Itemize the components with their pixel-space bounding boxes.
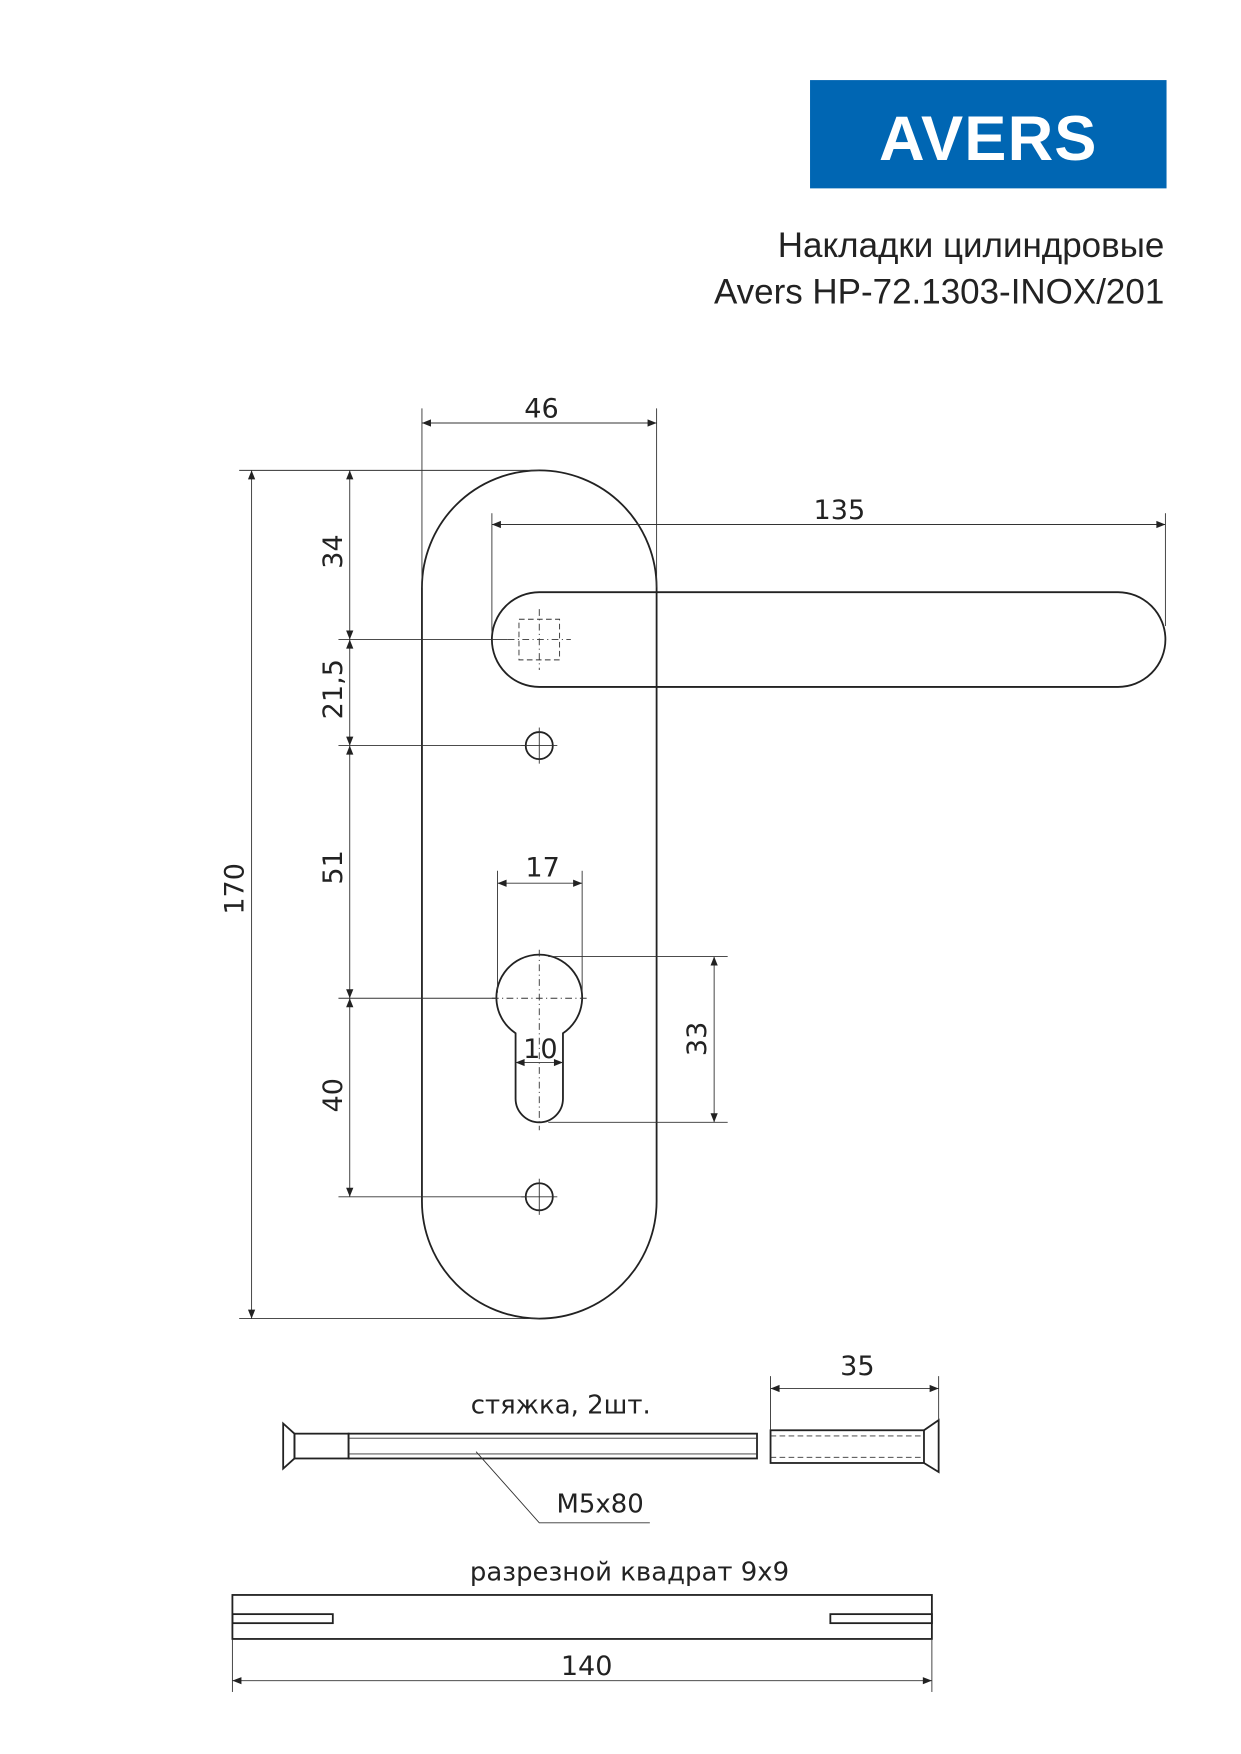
label-spindle: разрезной квадрат 9x9 xyxy=(470,1557,789,1587)
lever-handle xyxy=(490,591,1167,688)
dim-total-height: 170 xyxy=(220,863,251,915)
label-thread: M5x80 xyxy=(557,1490,644,1520)
title-line-2: Avers HP-72.1303-INOX/201 xyxy=(714,272,1164,311)
avers-logo: AVERS xyxy=(810,80,1167,189)
dim-cylinder-to-screw: 40 xyxy=(318,1078,349,1112)
label-screws: стяжка, 2шт. xyxy=(471,1390,651,1420)
dim-spindle-length: 140 xyxy=(561,1651,613,1682)
connecting-screw xyxy=(282,1421,758,1471)
dim-cylinder-slot: 10 xyxy=(523,1034,557,1065)
dim-top-to-spindle: 34 xyxy=(318,534,349,568)
screw-hole-bottom xyxy=(521,1178,558,1215)
split-spindle-bar xyxy=(231,1594,933,1640)
title-line-1: Накладки цилиндровые xyxy=(778,226,1165,265)
dim-handle-length: 135 xyxy=(814,495,866,526)
screw-hole-top xyxy=(521,727,558,764)
screw-sleeve xyxy=(769,1418,940,1474)
dim-cylinder-width: 17 xyxy=(525,852,559,883)
dim-spindle-to-screw: 21,5 xyxy=(318,659,349,719)
dim-sleeve-length: 35 xyxy=(840,1351,874,1382)
spindle-square-mark xyxy=(507,609,571,671)
dim-plate-width: 46 xyxy=(524,393,558,424)
dim-screw-to-cylinder: 51 xyxy=(318,850,349,884)
logo-text: AVERS xyxy=(879,104,1098,174)
dim-cylinder-height: 33 xyxy=(682,1022,713,1056)
escutcheon-plate xyxy=(421,469,658,1320)
